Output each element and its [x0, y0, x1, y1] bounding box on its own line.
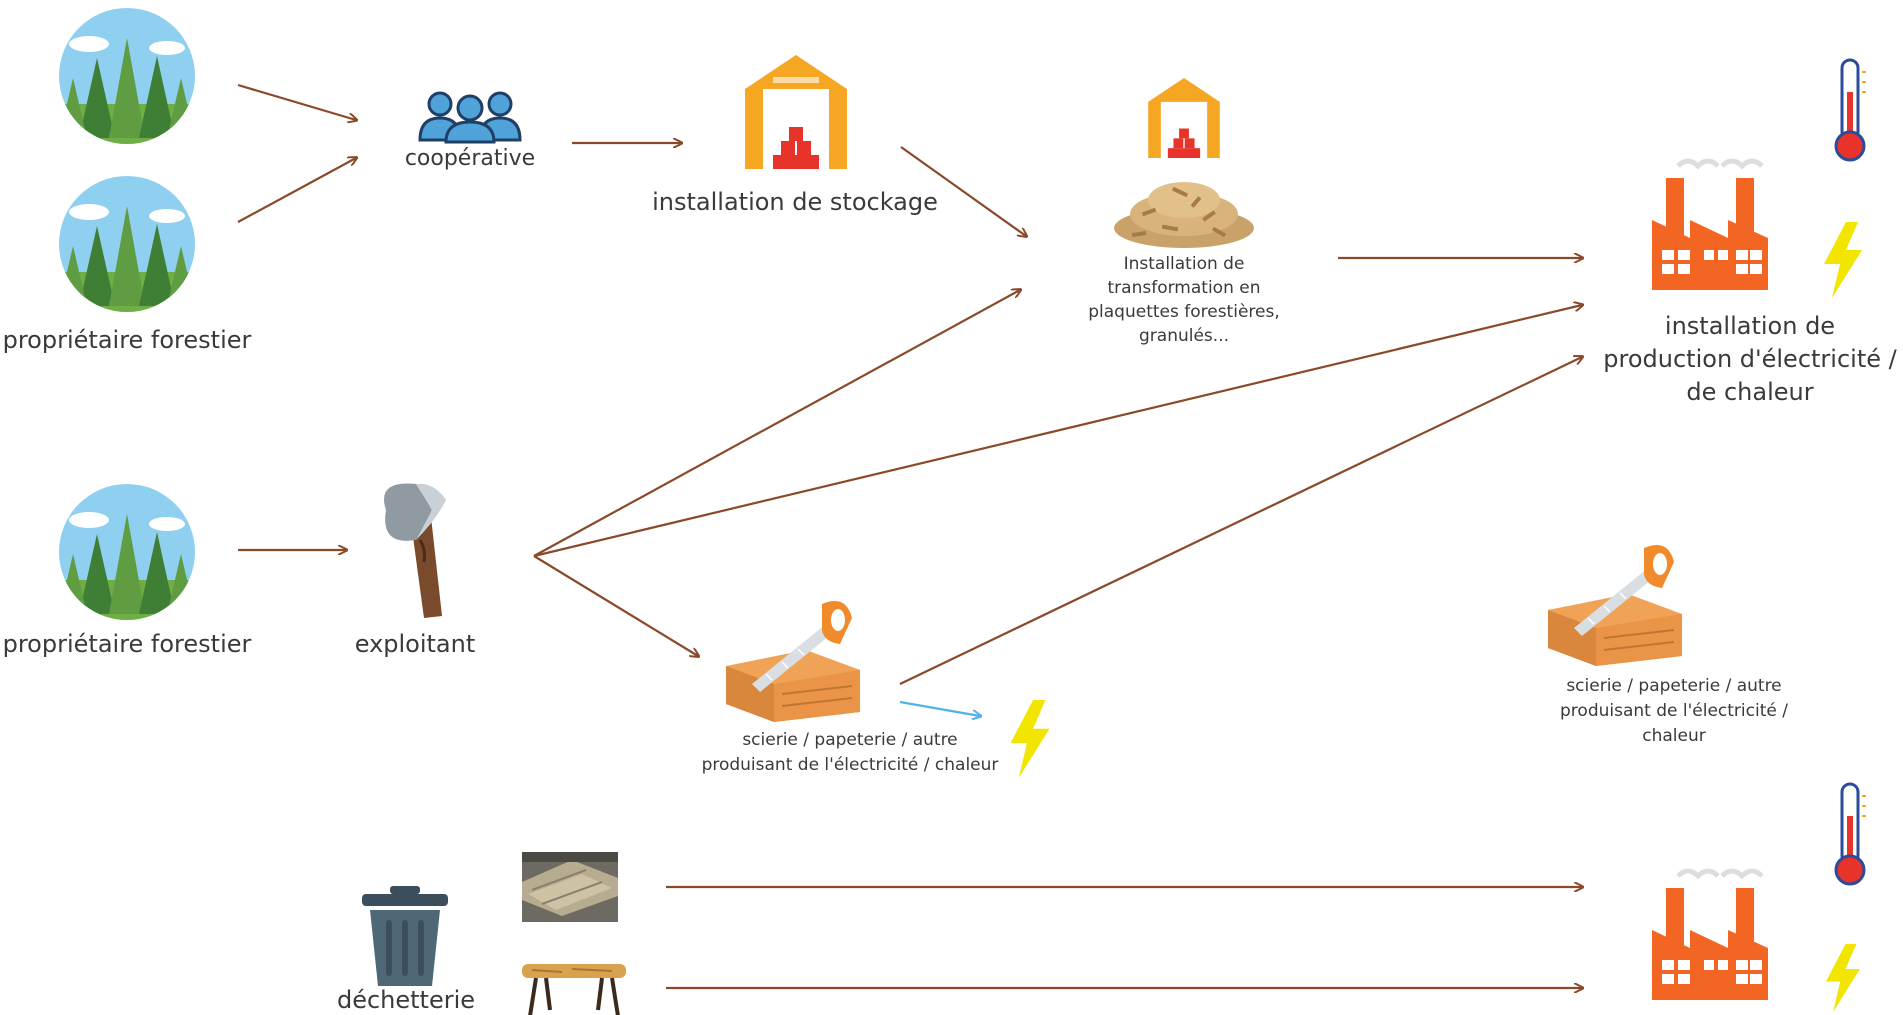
trash-can-icon — [362, 886, 448, 986]
warehouse-icon — [1148, 78, 1220, 158]
lightning-icon — [1825, 944, 1860, 1012]
sawmill-label: scierie / papeterie / autre produisant d… — [1560, 676, 1788, 746]
forest-icon — [59, 8, 195, 144]
people-group-icon — [418, 91, 522, 144]
arrow-logger-to-powerplant — [533, 305, 1582, 558]
saw-icon — [1548, 545, 1682, 666]
wood-planks-icon — [522, 852, 618, 922]
arrow-storage-to-processing — [900, 146, 1026, 236]
thermometer-icon — [1834, 782, 1866, 886]
factory-icon — [1652, 868, 1768, 1000]
waste-center-label: déchetterie — [336, 986, 476, 1014]
cooperative-label: coopérative — [404, 146, 536, 171]
saw-icon — [726, 601, 860, 722]
arrow-forest1-to-cooperative — [237, 83, 356, 120]
forest-icon — [59, 484, 195, 620]
factory-icon — [1652, 158, 1768, 290]
thermometer-icon — [1834, 58, 1866, 162]
arrow-logger-to-processing — [533, 290, 1020, 557]
lightning-icon — [1010, 700, 1050, 778]
forest-owner-label: propriétaire forestier — [2, 326, 252, 354]
logger-label: exploitant — [354, 630, 476, 658]
lightning-icon — [1824, 222, 1862, 298]
forest-owner-label: propriétaire forestier — [2, 630, 252, 658]
arrow-sawmill-to-powerplant — [899, 357, 1582, 685]
warehouse-icon — [745, 55, 847, 169]
storage-label: installation de stockage — [652, 188, 938, 216]
sawmill-label: scierie / papeterie / autre produisant d… — [701, 730, 999, 775]
wood-chips-icon — [1114, 182, 1254, 248]
power-plant-label: installation de production d'électricité… — [1603, 312, 1897, 406]
arrow-forest2-to-cooperative — [237, 158, 356, 223]
arrow-sawmill-electricity — [899, 700, 980, 716]
table-furniture-icon — [522, 964, 626, 1015]
forest-icon — [59, 176, 195, 312]
axe-icon — [384, 483, 446, 618]
arrow-logger-to-sawmill — [533, 555, 698, 656]
processing-label: Installation de transformation en plaque… — [1088, 254, 1280, 346]
